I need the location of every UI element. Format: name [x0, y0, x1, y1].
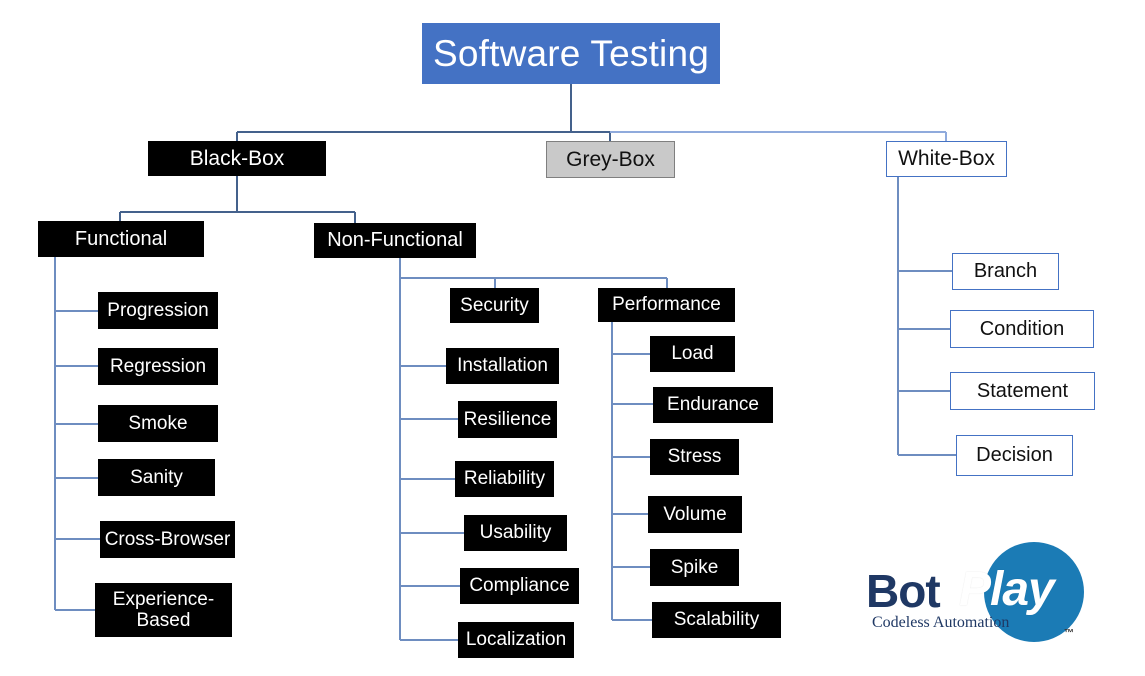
node-experience-based[interactable]: Experience- Based — [95, 583, 232, 637]
node-black-box[interactable]: Black-Box — [148, 141, 326, 176]
node-stress[interactable]: Stress — [650, 439, 739, 475]
node-white-box[interactable]: White-Box — [886, 141, 1007, 177]
node-branch[interactable]: Branch — [952, 253, 1059, 290]
node-sanity[interactable]: Sanity — [98, 459, 215, 496]
node-scalability[interactable]: Scalability — [652, 602, 781, 638]
logo-circle — [984, 542, 1084, 642]
node-non-functional[interactable]: Non-Functional — [314, 223, 476, 258]
node-volume[interactable]: Volume — [648, 496, 742, 533]
trademark-icon: ™ — [1064, 628, 1074, 639]
node-grey-box[interactable]: Grey-Box — [546, 141, 675, 178]
node-endurance[interactable]: Endurance — [653, 387, 773, 423]
node-compliance[interactable]: Compliance — [460, 568, 579, 604]
node-progression[interactable]: Progression — [98, 292, 218, 329]
node-functional[interactable]: Functional — [38, 221, 204, 257]
node-condition[interactable]: Condition — [950, 310, 1094, 348]
node-spike[interactable]: Spike — [650, 549, 739, 586]
logo-wordmark-play: Play — [959, 563, 1055, 616]
node-cross-browser[interactable]: Cross-Browser — [100, 521, 235, 558]
node-reliability[interactable]: Reliability — [455, 461, 554, 497]
botplay-logo: Bot Play Codeless Automation ™ — [866, 540, 1096, 652]
node-localization[interactable]: Localization — [458, 622, 574, 658]
node-statement[interactable]: Statement — [950, 372, 1095, 410]
node-resilience[interactable]: Resilience — [458, 401, 557, 438]
node-performance[interactable]: Performance — [598, 288, 735, 322]
node-installation[interactable]: Installation — [446, 348, 559, 384]
node-usability[interactable]: Usability — [464, 515, 567, 551]
node-regression[interactable]: Regression — [98, 348, 218, 385]
logo-tagline: Codeless Automation — [872, 614, 1010, 631]
node-load[interactable]: Load — [650, 336, 735, 372]
node-decision[interactable]: Decision — [956, 435, 1073, 476]
node-smoke[interactable]: Smoke — [98, 405, 218, 442]
node-software-testing[interactable]: Software Testing — [422, 23, 720, 84]
logo-wordmark-bot: Bot — [866, 565, 941, 617]
node-security[interactable]: Security — [450, 288, 539, 323]
